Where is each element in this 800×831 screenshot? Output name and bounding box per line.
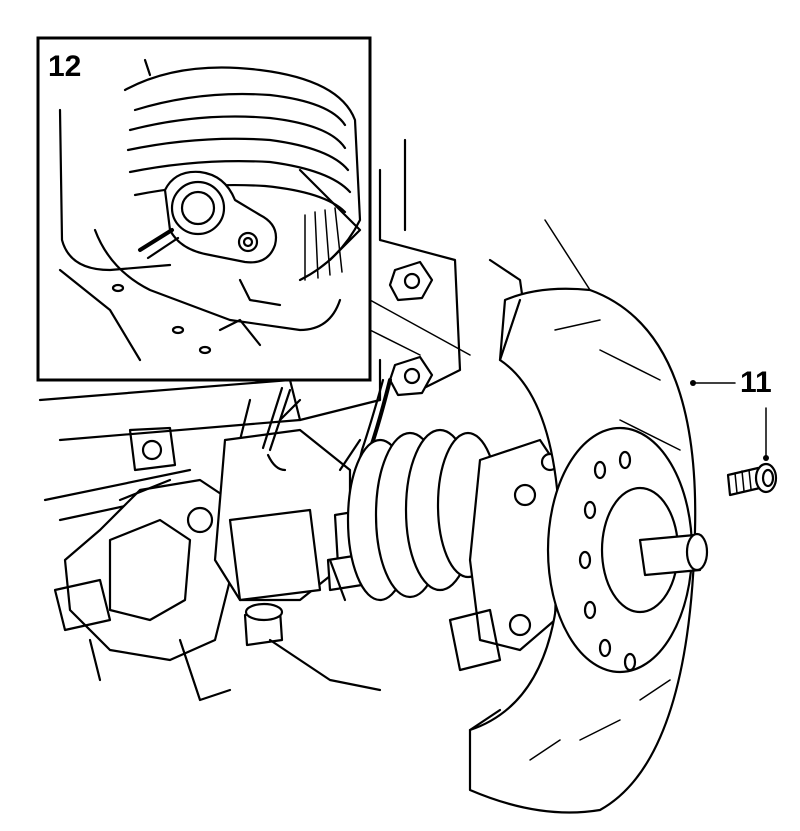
callout-leaders [544, 219, 769, 461]
wheel-hub [448, 438, 562, 672]
caliper-carrier [213, 428, 382, 692]
inset-detail [36, 36, 471, 382]
shield-callout-number: 11 [740, 366, 772, 399]
brake-caliper [53, 478, 237, 702]
hub-flange [546, 426, 694, 674]
inset-callout-number: 12 [48, 50, 82, 83]
stub-axle [638, 532, 709, 577]
retaining-screw [726, 462, 778, 497]
upright-bolts [388, 260, 434, 397]
